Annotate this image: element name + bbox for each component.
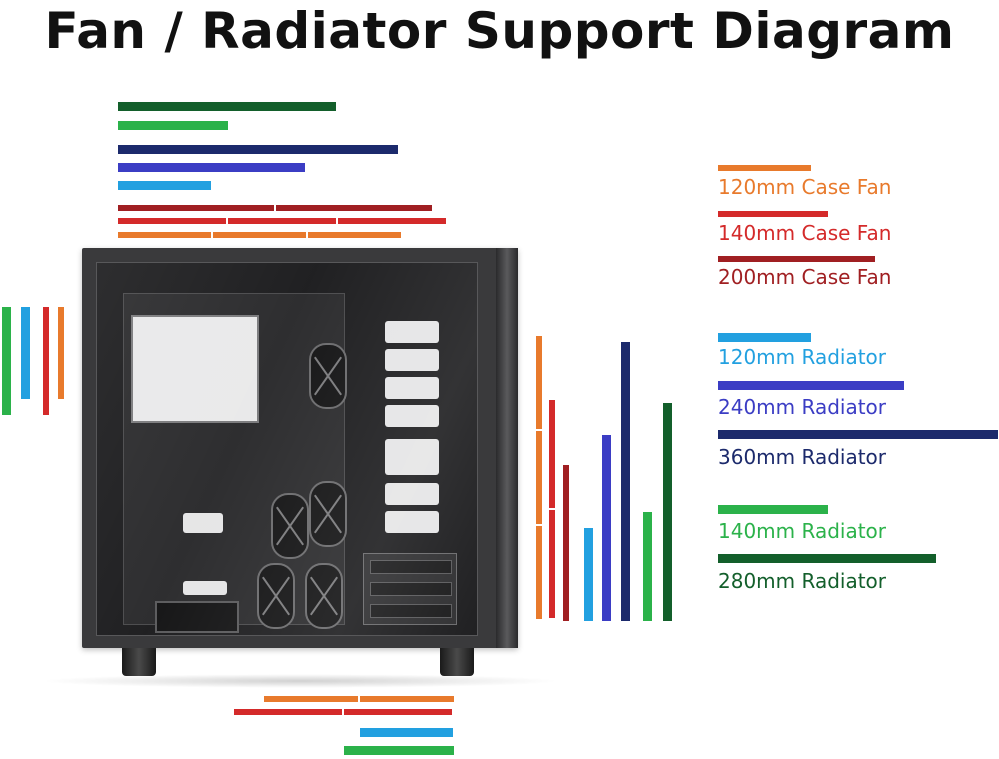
legend-swatch-fan_140 <box>718 211 828 217</box>
front-bar-fan_120 <box>536 431 542 524</box>
top-bar-fan_200 <box>118 205 274 211</box>
fan-mount-icon-2 <box>271 493 309 559</box>
front-bar-rad_360 <box>621 342 630 621</box>
front-bar-fan_140 <box>549 400 555 508</box>
legend-swatch-fan_120 <box>718 165 811 171</box>
top-bar-fan_140 <box>338 218 446 224</box>
top-bar-rad_240 <box>118 163 305 172</box>
top-bar-rad_120 <box>118 181 211 190</box>
case-side-window <box>96 262 478 636</box>
front-bar-fan_200 <box>563 465 569 621</box>
legend-label-rad_120: 120mm Radiator <box>718 345 887 369</box>
legend-swatch-rad_360 <box>718 430 998 439</box>
cable-cutout-1 <box>183 513 223 533</box>
bottom-bar-fan_140 <box>344 709 452 715</box>
drive-bay-1 <box>385 321 439 343</box>
rear-bar-fan_140 <box>43 307 49 415</box>
front-bar-fan_120 <box>536 526 542 619</box>
bottom-bar-rad_140 <box>344 746 454 755</box>
legend-swatch-fan_200 <box>718 256 875 262</box>
hdd-cage <box>363 553 457 625</box>
top-bar-fan_200 <box>276 205 432 211</box>
top-bar-fan_120 <box>118 232 211 238</box>
legend-label-fan_200: 200mm Case Fan <box>718 265 892 289</box>
legend-label-rad_280: 280mm Radiator <box>718 569 887 593</box>
rear-bar-fan_120 <box>58 307 64 399</box>
drive-bay-7 <box>385 511 439 533</box>
case-front-panel <box>496 248 518 648</box>
fan-mount-icon-1 <box>309 343 347 409</box>
drive-bay-2 <box>385 349 439 371</box>
psu-bracket <box>155 601 239 633</box>
hdd-slot <box>370 582 452 596</box>
case-foot-right <box>440 648 474 676</box>
legend-label-fan_120: 120mm Case Fan <box>718 175 892 199</box>
page-title: Fan / Radiator Support Diagram <box>44 2 955 60</box>
top-bar-fan_140 <box>118 218 226 224</box>
top-bar-fan_140 <box>228 218 336 224</box>
fan-mount-icon-3 <box>309 481 347 547</box>
front-bar-rad_120 <box>584 528 593 621</box>
case-foot-left <box>122 648 156 676</box>
top-bar-rad_280 <box>118 102 336 111</box>
cable-cutout-2 <box>183 581 227 595</box>
front-bar-fan_120 <box>536 336 542 429</box>
legend-label-fan_140: 140mm Case Fan <box>718 221 892 245</box>
hdd-slot <box>370 560 452 574</box>
drive-bay-3 <box>385 377 439 399</box>
legend-swatch-rad_280 <box>718 554 936 563</box>
bottom-bar-fan_120 <box>264 696 358 702</box>
legend-label-rad_360: 360mm Radiator <box>718 445 887 469</box>
case-shadow <box>40 674 560 688</box>
front-bar-fan_140 <box>549 510 555 618</box>
rear-bar-rad_140 <box>2 307 11 415</box>
front-bar-rad_240 <box>602 435 611 621</box>
case-illustration <box>82 248 518 648</box>
top-bar-rad_140 <box>118 121 228 130</box>
legend-swatch-rad_240 <box>718 381 904 390</box>
fan-mount-icon-4 <box>257 563 295 629</box>
bottom-bar-rad_120 <box>360 728 453 737</box>
legend-swatch-rad_120 <box>718 333 811 342</box>
front-bar-rad_280 <box>663 403 672 621</box>
bottom-bar-fan_120 <box>360 696 454 702</box>
legend-label-rad_140: 140mm Radiator <box>718 519 887 543</box>
top-bar-fan_120 <box>213 232 306 238</box>
front-bar-rad_140 <box>643 512 652 621</box>
fan-mount-icon-5 <box>305 563 343 629</box>
drive-bay-5 <box>385 439 439 475</box>
drive-bay-4 <box>385 405 439 427</box>
legend-swatch-rad_140 <box>718 505 828 514</box>
cpu-cutout <box>131 315 259 423</box>
top-bar-fan_120 <box>308 232 401 238</box>
top-bar-rad_360 <box>118 145 398 154</box>
hdd-slot <box>370 604 452 618</box>
legend-label-rad_240: 240mm Radiator <box>718 395 887 419</box>
drive-bay-6 <box>385 483 439 505</box>
bottom-bar-fan_140 <box>234 709 342 715</box>
rear-bar-rad_120 <box>21 307 30 399</box>
